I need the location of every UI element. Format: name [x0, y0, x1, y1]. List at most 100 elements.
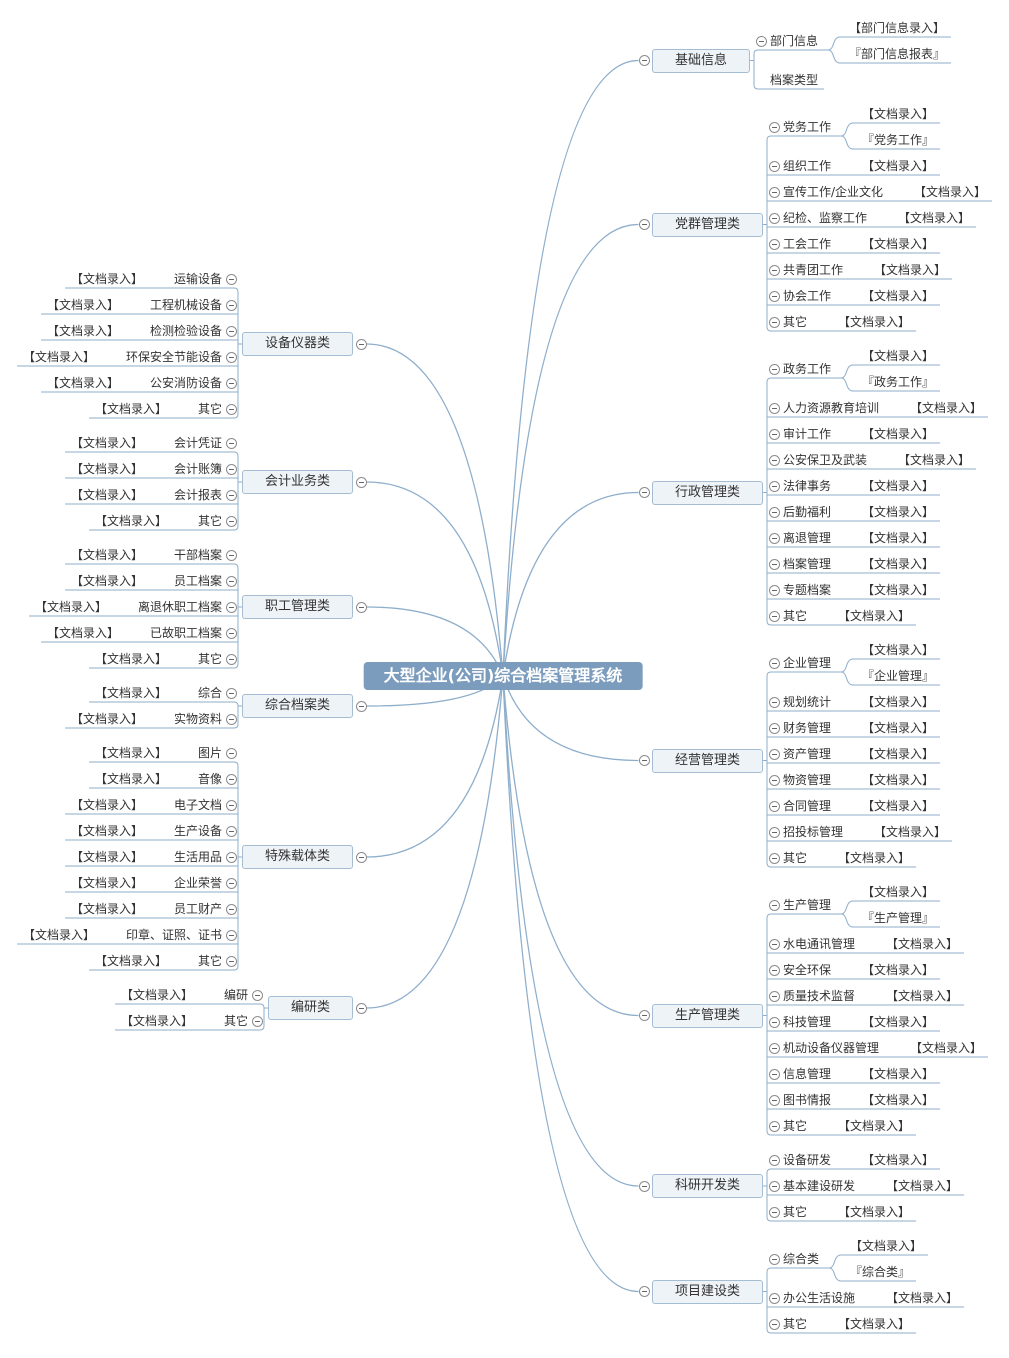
subtopic[interactable]: 其它 [198, 954, 223, 968]
collapse-minus-icon[interactable] [768, 610, 780, 622]
collapse-minus-icon[interactable] [225, 877, 237, 889]
collapse-minus-icon[interactable] [225, 929, 237, 941]
collapse-minus-icon[interactable] [768, 428, 780, 440]
collapse-minus-icon[interactable] [225, 601, 237, 613]
leaf-topic[interactable]: 【文档录入】 [121, 1014, 194, 1028]
leaf-topic[interactable]: 【文档录入】 [71, 824, 144, 838]
subtopic[interactable]: 其它 [198, 514, 223, 528]
subtopic[interactable]: 物资管理 [783, 773, 832, 787]
subtopic[interactable]: 其它 [783, 315, 808, 329]
leaf-topic[interactable]: 【文档录入】 [862, 107, 935, 121]
subtopic[interactable]: 档案类型 [770, 73, 819, 87]
collapse-minus-icon[interactable] [355, 601, 367, 613]
main-topic[interactable]: 党群管理类 [652, 212, 764, 237]
leaf-topic[interactable]: 【文档录入】 [910, 1041, 983, 1055]
collapse-minus-icon[interactable] [768, 238, 780, 250]
subtopic[interactable]: 实物资料 [174, 712, 223, 726]
leaf-topic[interactable]: 【文档录入】 [838, 609, 911, 623]
collapse-minus-icon[interactable] [768, 990, 780, 1002]
leaf-topic[interactable]: 【文档录入】 [862, 643, 935, 657]
subtopic[interactable]: 规划统计 [783, 695, 832, 709]
leaf-topic[interactable]: 【文档录入】 [862, 963, 935, 977]
collapse-minus-icon[interactable] [251, 989, 263, 1001]
main-topic[interactable]: 项目建设类 [652, 1279, 764, 1304]
subtopic[interactable]: 档案管理 [783, 557, 832, 571]
collapse-minus-icon[interactable] [225, 351, 237, 363]
collapse-minus-icon[interactable] [768, 774, 780, 786]
collapse-minus-icon[interactable] [768, 852, 780, 864]
collapse-minus-icon[interactable] [768, 657, 780, 669]
collapse-minus-icon[interactable] [768, 696, 780, 708]
collapse-minus-icon[interactable] [768, 1206, 780, 1218]
collapse-minus-icon[interactable] [225, 377, 237, 389]
leaf-topic[interactable]: 【文档录入】 [95, 686, 168, 700]
subtopic[interactable]: 会计账簿 [174, 462, 223, 476]
subtopic[interactable]: 运输设备 [174, 272, 223, 286]
collapse-minus-icon[interactable] [225, 747, 237, 759]
collapse-minus-icon[interactable] [768, 938, 780, 950]
collapse-minus-icon[interactable] [768, 402, 780, 414]
leaf-topic[interactable]: 【文档录入】 [95, 954, 168, 968]
leaf-topic[interactable]: 『生产管理』 [862, 911, 935, 925]
subtopic[interactable]: 科技管理 [783, 1015, 832, 1029]
subtopic[interactable]: 审计工作 [783, 427, 832, 441]
subtopic[interactable]: 后勤福利 [783, 505, 832, 519]
main-topic[interactable]: 会计业务类 [242, 470, 354, 494]
leaf-topic[interactable]: 【文档录入】 [47, 324, 120, 338]
leaf-topic[interactable]: 【文档录入】 [71, 272, 144, 286]
subtopic[interactable]: 信息管理 [783, 1067, 832, 1081]
subtopic[interactable]: 安全环保 [783, 963, 832, 977]
collapse-minus-icon[interactable] [768, 1068, 780, 1080]
subtopic[interactable]: 合同管理 [783, 799, 832, 813]
collapse-minus-icon[interactable] [768, 1253, 780, 1265]
collapse-minus-icon[interactable] [755, 35, 767, 47]
collapse-minus-icon[interactable] [225, 851, 237, 863]
subtopic[interactable]: 生产设备 [174, 824, 223, 838]
collapse-minus-icon[interactable] [768, 826, 780, 838]
subtopic[interactable]: 其它 [224, 1014, 249, 1028]
leaf-topic[interactable]: 【文档录入】 [95, 402, 168, 416]
subtopic[interactable]: 已故职工档案 [150, 626, 223, 640]
collapse-minus-icon[interactable] [638, 755, 650, 766]
subtopic[interactable]: 质量技术监督 [783, 989, 856, 1003]
collapse-minus-icon[interactable] [768, 1154, 780, 1166]
collapse-minus-icon[interactable] [355, 851, 367, 863]
collapse-minus-icon[interactable] [768, 1042, 780, 1054]
leaf-topic[interactable]: 【文档录入】 [23, 350, 96, 364]
subtopic[interactable]: 生活用品 [174, 850, 223, 864]
leaf-topic[interactable]: 【文档录入】 [71, 712, 144, 726]
subtopic[interactable]: 音像 [198, 772, 223, 786]
collapse-minus-icon[interactable] [768, 454, 780, 466]
subtopic[interactable]: 员工档案 [174, 574, 223, 588]
collapse-minus-icon[interactable] [768, 290, 780, 302]
collapse-minus-icon[interactable] [251, 1015, 263, 1027]
leaf-topic[interactable]: 『党务工作』 [862, 133, 935, 147]
leaf-topic[interactable]: 【文档录入】 [886, 937, 959, 951]
subtopic[interactable]: 资产管理 [783, 747, 832, 761]
collapse-minus-icon[interactable] [768, 480, 780, 492]
subtopic[interactable]: 环保安全节能设备 [126, 350, 223, 364]
collapse-minus-icon[interactable] [768, 899, 780, 911]
collapse-minus-icon[interactable] [638, 487, 650, 498]
leaf-topic[interactable]: 【文档录入】 [898, 211, 971, 225]
subtopic[interactable]: 电子文档 [174, 798, 223, 812]
leaf-topic[interactable]: 『部门信息报表』 [849, 47, 946, 61]
subtopic[interactable]: 基本建设研发 [783, 1179, 856, 1193]
subtopic[interactable]: 协会工作 [783, 289, 832, 303]
subtopic[interactable]: 离退管理 [783, 531, 832, 545]
leaf-topic[interactable]: 【文档录入】 [862, 747, 935, 761]
main-topic[interactable]: 设备仪器类 [242, 332, 354, 356]
leaf-topic[interactable]: 【文档录入】 [71, 574, 144, 588]
leaf-topic[interactable]: 【文档录入】 [862, 583, 935, 597]
leaf-topic[interactable]: 『企业管理』 [862, 669, 935, 683]
collapse-minus-icon[interactable] [768, 1180, 780, 1192]
leaf-topic[interactable]: 【文档录入】 [862, 349, 935, 363]
collapse-minus-icon[interactable] [225, 825, 237, 837]
leaf-topic[interactable]: 【文档录入】 [862, 237, 935, 251]
collapse-minus-icon[interactable] [768, 316, 780, 328]
subtopic[interactable]: 专题档案 [783, 583, 832, 597]
main-topic[interactable]: 经营管理类 [652, 748, 764, 773]
leaf-topic[interactable]: 【文档录入】 [862, 1015, 935, 1029]
collapse-minus-icon[interactable] [225, 627, 237, 639]
subtopic[interactable]: 检测检验设备 [150, 324, 223, 338]
